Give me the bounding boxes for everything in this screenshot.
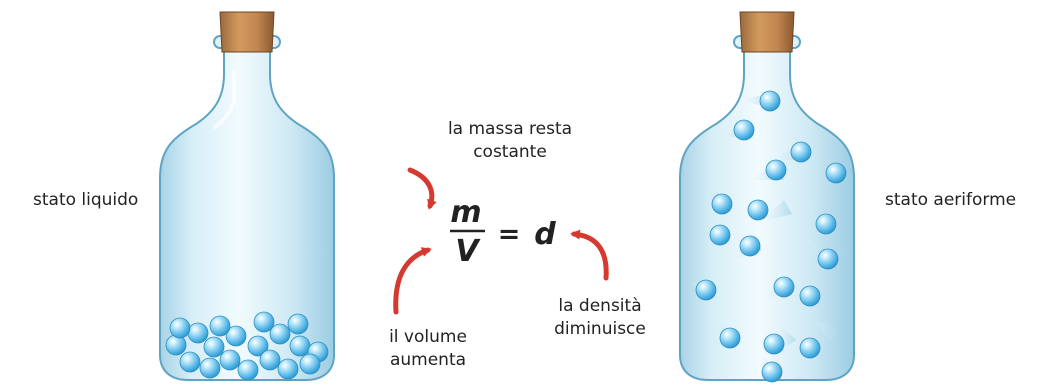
particle [763,333,785,355]
volume-note-line1: il volume [389,327,467,347]
motion-trail [776,322,796,348]
particle [759,90,781,112]
density-note-line1: la densità [558,296,642,316]
particle [253,311,275,333]
particle [259,349,281,371]
particle [739,235,761,257]
formula-result: d [534,217,556,252]
mass-arrow [407,167,437,210]
particle [199,357,221,379]
density-arrow [570,229,609,281]
particle [761,361,783,383]
mass-note-line1: la massa resta [447,119,573,139]
liquid-bottle-neck-highlight [212,70,236,130]
particle [165,334,187,356]
volume-arrow [393,247,432,315]
gas-bottle-cork [739,11,795,53]
liquid-state-label: stato liquido [33,190,139,210]
mass-note: la massa resta costante [444,118,576,164]
particle [237,359,259,381]
motion-trail [760,200,792,222]
particle [277,358,299,380]
particle [219,349,241,371]
particle [225,325,247,347]
liquid-bottle-glass [159,43,335,381]
formula-denominator: V [455,234,481,269]
particle [825,162,847,184]
liquid-particles [165,311,329,381]
particle [747,199,769,221]
motion-trail [814,320,840,342]
mass-note-line2: costante [473,142,547,162]
particle [269,323,291,345]
gas-state-label: stato aeriforme [885,190,1017,210]
particle [790,141,812,163]
gas-particles [695,90,847,383]
density-formula: m V = d [450,195,556,269]
particle [799,337,821,359]
particle [247,335,269,357]
volume-note: il volume aumenta [378,326,478,372]
particle [299,353,321,375]
particle [187,322,209,344]
density-note: la densità diminuisce [540,295,660,341]
annotation-arrows [393,167,609,315]
liquid-bottle-cork [219,11,275,53]
particle [695,279,717,301]
liquid-bottle [159,11,335,381]
particle [203,336,225,358]
particle [733,119,755,141]
particle [773,276,795,298]
formula-numerator: m [450,195,481,230]
volume-note-line2: aumenta [389,350,467,370]
particle [179,351,201,373]
particle [719,327,741,349]
particle [209,315,231,337]
particle [799,285,821,307]
particle [817,248,839,270]
particle [287,313,309,335]
formula-equals: = [498,219,521,250]
particle [815,213,837,235]
particle [765,159,787,181]
particle [289,335,311,357]
particle [169,317,191,339]
particle [711,193,733,215]
particle [709,224,731,246]
gas-bottle [679,11,855,383]
density-note-line2: diminuisce [554,319,646,339]
